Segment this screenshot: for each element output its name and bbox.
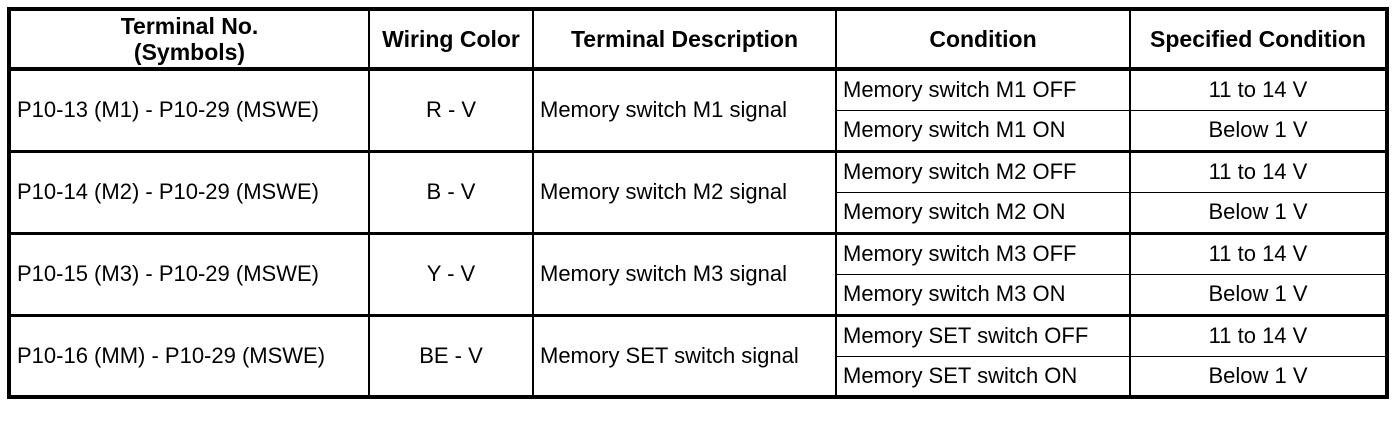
specified-condition-cell: 11 to 14 V (1129, 67, 1388, 111)
table-row: P10-16 (MM) - P10-29 (MSWE) BE - V Memor… (8, 313, 1388, 398)
table-row: Memory switch M2 ON Below 1 V (9, 191, 1388, 234)
condition-cell: Memory switch M1 ON (835, 109, 1131, 152)
table-row: P10-13 (M1) - P10-29 (MSWE) R - V Memory… (8, 67, 1388, 152)
terminal-no-cell: P10-15 (M3) - P10-29 (MSWE) (8, 231, 370, 316)
condition-cell: Memory SET switch OFF (835, 313, 1131, 357)
specified-condition-cell: 11 to 14 V (1129, 231, 1388, 275)
condition-cell: Memory switch M1 OFF (835, 67, 1131, 111)
table-row: Memory switch M1 ON Below 1 V (9, 109, 1388, 152)
header-specified-condition: Specified Condition (1129, 8, 1388, 71)
condition-cell: Memory switch M3 ON (835, 273, 1131, 316)
specified-condition-cell: Below 1 V (1129, 273, 1388, 316)
specified-condition-cell: Below 1 V (1129, 191, 1388, 234)
condition-cell: Memory SET switch ON (835, 355, 1131, 398)
table-row: Memory SET switch ON Below 1 V (9, 355, 1388, 398)
header-terminal-no-line2: (Symbols) (133, 39, 246, 65)
terminal-description-cell: Memory switch M3 signal (532, 231, 837, 316)
condition-cell: Memory switch M2 OFF (835, 149, 1131, 193)
specified-condition-cell: 11 to 14 V (1129, 313, 1388, 357)
terminal-description-cell: Memory switch M1 signal (532, 67, 837, 152)
header-row: Terminal No. (Symbols) Wiring Color Term… (8, 8, 1388, 71)
specified-condition-cell: Below 1 V (1129, 355, 1388, 398)
wiring-color-cell: R - V (368, 67, 534, 152)
wiring-color-cell: B - V (368, 149, 534, 234)
terminal-no-cell: P10-13 (M1) - P10-29 (MSWE) (8, 67, 370, 152)
specified-condition-cell: Below 1 V (1129, 109, 1388, 152)
specified-condition-cell: 11 to 14 V (1129, 149, 1388, 193)
header-terminal-no: Terminal No. (Symbols) (8, 8, 370, 71)
terminal-spec-table: Terminal No. (Symbols) Wiring Color Term… (7, 7, 1389, 399)
header-terminal-description: Terminal Description (532, 8, 837, 71)
terminal-no-cell: P10-16 (MM) - P10-29 (MSWE) (8, 313, 370, 398)
header-terminal-no-line1: Terminal No. (120, 12, 259, 39)
table-row: P10-15 (M3) - P10-29 (MSWE) Y - V Memory… (8, 231, 1388, 316)
table-row: Memory switch M3 ON Below 1 V (9, 273, 1388, 316)
condition-cell: Memory switch M2 ON (835, 191, 1131, 234)
terminal-description-cell: Memory SET switch signal (532, 313, 837, 398)
header-wiring-color: Wiring Color (368, 8, 534, 71)
wiring-color-cell: BE - V (368, 313, 534, 398)
table-row: P10-14 (M2) - P10-29 (MSWE) B - V Memory… (8, 149, 1388, 234)
header-condition: Condition (835, 8, 1131, 71)
terminal-description-cell: Memory switch M2 signal (532, 149, 837, 234)
wiring-color-cell: Y - V (368, 231, 534, 316)
terminal-no-cell: P10-14 (M2) - P10-29 (MSWE) (8, 149, 370, 234)
condition-cell: Memory switch M3 OFF (835, 231, 1131, 275)
